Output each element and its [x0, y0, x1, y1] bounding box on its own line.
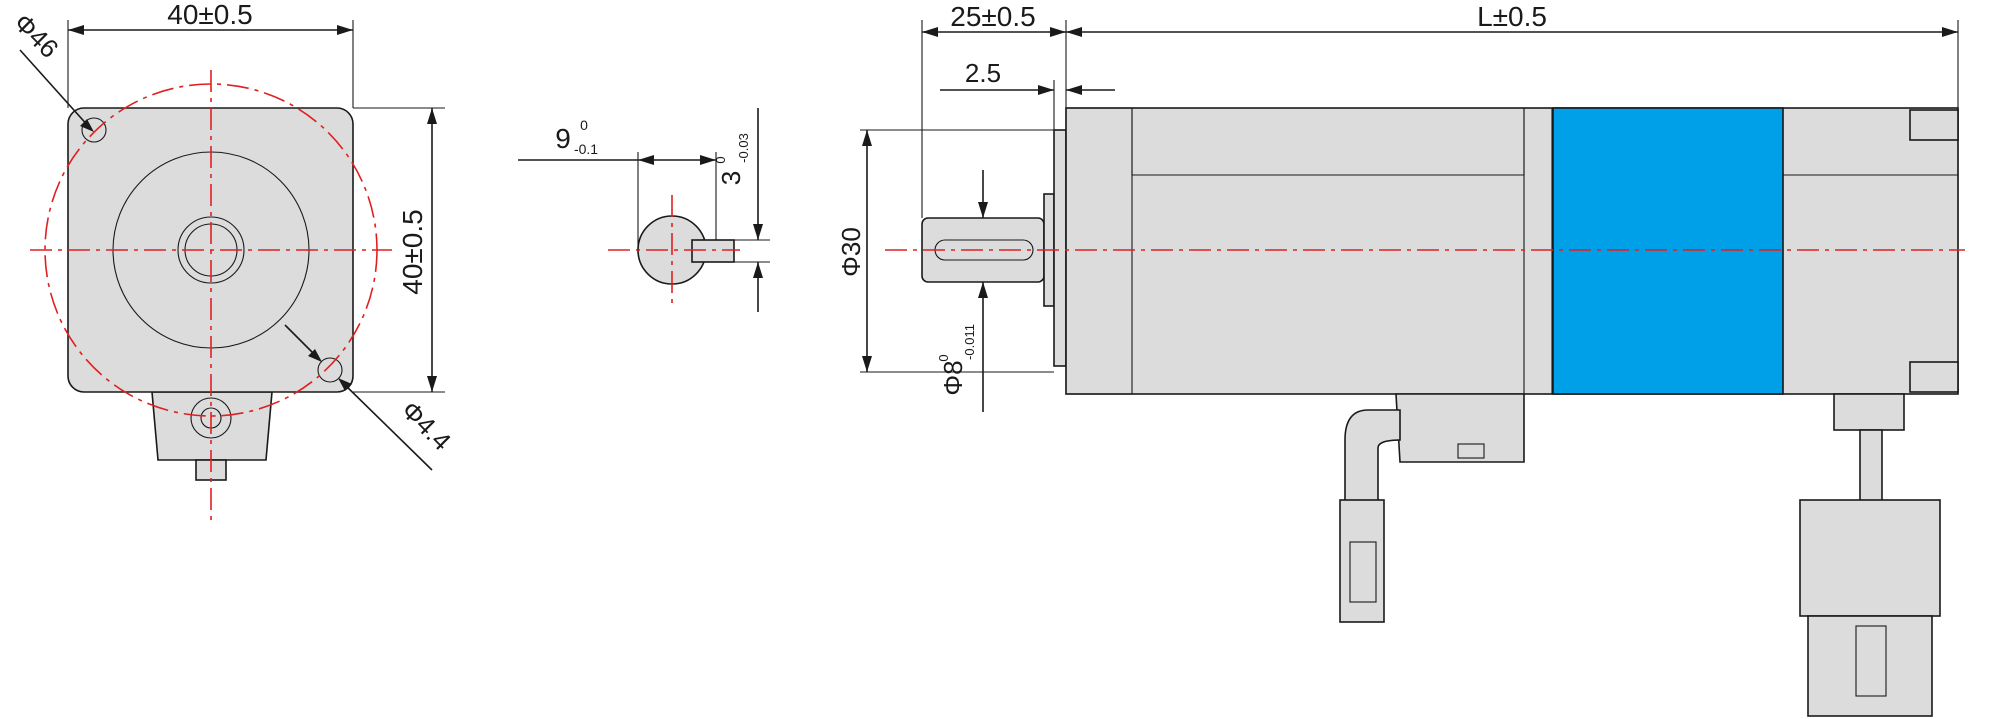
shaft-key-slot: [691, 239, 735, 263]
side-encoder-housing: [1799, 499, 1941, 617]
side-encoder-plug-latch: [1855, 625, 1887, 697]
front-foot-boss: [190, 397, 232, 439]
front-view: 40±0.5 40±0.5 Φ46 Φ4.4: [8, 0, 457, 520]
front-width-dim: 40±0.5: [167, 0, 252, 30]
shaft-section-view: 9 0 -0.1 3 0 -0.03: [518, 108, 770, 312]
side-power-cable: [1344, 409, 1401, 506]
key-width-nominal: 9: [555, 123, 571, 154]
front-mount-hole-bottom-right: [317, 357, 343, 383]
flat-depth-lower: -0.03: [736, 133, 751, 163]
side-view: 25±0.5 L±0.5 2.5 Φ30 Φ8 0 -0.011: [836, 1, 1965, 717]
key-width-upper: 0: [580, 117, 588, 133]
pilot-dia-dim: Φ30: [836, 227, 866, 277]
side-motor-body: [1065, 107, 1959, 395]
hole-dia-label: Φ4.4: [396, 395, 457, 456]
side-power-plug: [1339, 499, 1385, 623]
side-power-latch: [1457, 443, 1485, 459]
side-encoder-plug: [1807, 615, 1933, 717]
front-height-dim: 40±0.5: [397, 209, 428, 294]
key-width-lower: -0.1: [574, 141, 598, 157]
side-flange-block: [1065, 107, 1133, 395]
shaft-dia-upper: 0: [936, 354, 951, 361]
front-shaft-outer: [177, 216, 245, 284]
shaft-dia-lower: -0.011: [962, 324, 977, 360]
shaft-dia-nominal: Φ8: [938, 360, 968, 395]
side-rear-cap-top: [1909, 109, 1959, 141]
pilot-thickness-dim: 2.5: [965, 58, 1001, 88]
side-flange-face: [1053, 129, 1067, 367]
side-blue-band: [1552, 107, 1784, 395]
shaft-length-dim: 25±0.5: [950, 1, 1035, 32]
flat-depth-upper: 0: [713, 156, 728, 163]
side-encoder-cable: [1859, 429, 1883, 503]
bolt-circle-leader: [19, 49, 91, 129]
front-mount-foot: [151, 391, 273, 461]
hole-leader: [341, 381, 433, 471]
body-length-dim: L±0.5: [1477, 1, 1547, 32]
bolt-circle-dia-label: Φ46: [8, 7, 64, 63]
flat-depth-nominal: 3: [716, 171, 746, 185]
side-power-plug-latch: [1349, 541, 1377, 603]
front-mount-hole-top-left: [81, 117, 107, 143]
side-power-housing: [1395, 393, 1525, 463]
side-encoder-base: [1833, 393, 1905, 431]
side-rear-cap-bottom: [1909, 361, 1959, 393]
